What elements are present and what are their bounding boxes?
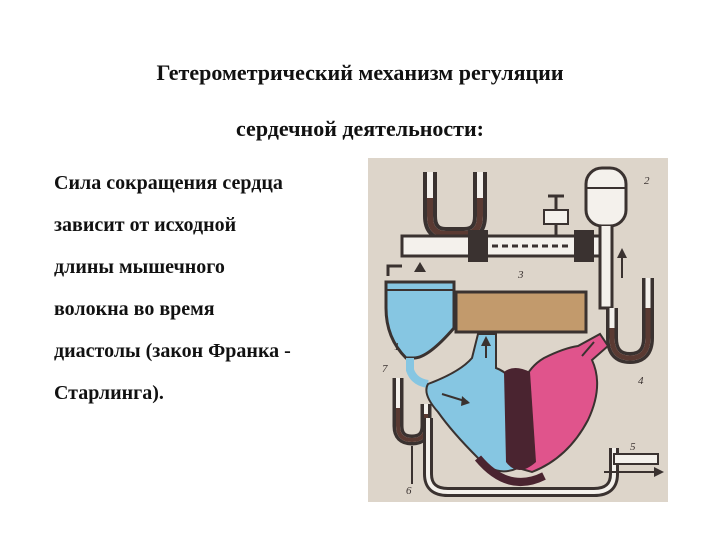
label-number-6: 6 — [406, 485, 412, 497]
air-chamber-stem — [598, 226, 614, 310]
drainage-arrow-head — [654, 467, 664, 477]
label-number-4: 4 — [638, 375, 644, 387]
top-left-u-tube-fluid — [427, 198, 483, 237]
body-line-5: диастолы (закон Франка - — [54, 340, 291, 362]
flow-arrow-aortic — [581, 341, 595, 357]
slide-title-line-2: сердечной деятельности: — [236, 116, 484, 141]
tube-clamp-right — [574, 230, 594, 262]
diagram-svg: 1 2 3 4 5 6 7 — [368, 158, 668, 502]
label-number-5: 5 — [630, 441, 636, 453]
heart-apex — [474, 455, 546, 486]
body-line-1: Сила сокращения сердца — [54, 172, 283, 194]
heart-septum — [504, 368, 536, 470]
reservoir-outlet-tube — [406, 358, 429, 388]
body-line-4: волокна во время — [54, 298, 215, 320]
reservoir-inlet-arrow — [414, 262, 426, 272]
right-manometer-fluid — [609, 308, 651, 361]
label-number-1: 1 — [394, 341, 400, 353]
tube-clamp-left — [468, 230, 488, 262]
flow-arrow-venous-head — [461, 396, 470, 406]
heart-lung-preparation-diagram: 1 2 3 4 5 6 7 — [368, 158, 668, 502]
heart-venous-side — [425, 333, 519, 473]
drainage-tube — [613, 453, 659, 465]
bottom-basin-inner — [426, 418, 616, 494]
reservoir-inlet-tube — [386, 264, 402, 276]
flow-arrow-return-head — [617, 248, 627, 258]
body-line-3: длины мышечного — [54, 256, 225, 278]
screw-valve-body — [543, 209, 569, 225]
label-number-7: 7 — [382, 363, 388, 375]
air-chamber — [584, 166, 628, 228]
flow-arrow-pulmonary-head — [481, 336, 491, 346]
body-line-2: зависит от исходной — [54, 214, 237, 236]
heart-arterial-side — [517, 332, 610, 474]
label-number-3: 3 — [517, 269, 524, 281]
slide-title-line-1: Гетерометрический механизм регуляции — [156, 60, 564, 85]
body-line-6: Старлинга). — [54, 382, 164, 404]
peripheral-resistance-block — [454, 290, 588, 334]
label-number-2: 2 — [644, 175, 650, 187]
